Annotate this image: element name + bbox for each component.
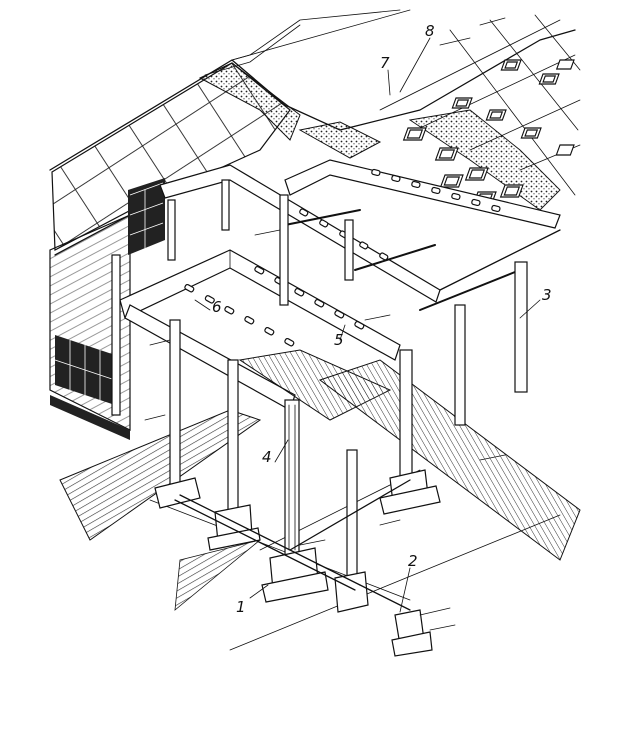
callout-7: 7 xyxy=(380,54,390,72)
left-wall xyxy=(49,178,165,440)
level-marks xyxy=(144,17,506,631)
excavation-trenches xyxy=(59,349,581,651)
callout-1: 1 xyxy=(236,598,246,616)
pile-base xyxy=(391,609,433,657)
foundation-beams xyxy=(174,479,411,611)
truss-openings xyxy=(184,265,365,347)
callout-8: 8 xyxy=(425,22,435,40)
callout-2: 2 xyxy=(408,552,418,570)
column-footing xyxy=(154,477,201,509)
column-footing xyxy=(379,469,441,515)
column xyxy=(346,449,358,581)
column xyxy=(279,194,289,306)
column xyxy=(514,261,528,393)
foundations xyxy=(154,469,441,657)
callout-6: 6 xyxy=(212,298,222,316)
column xyxy=(344,219,354,281)
callout-3: 3 xyxy=(542,286,552,304)
roof-truss-rear xyxy=(159,159,561,303)
column xyxy=(169,319,181,491)
crane-beams xyxy=(284,209,561,311)
callout-leaders xyxy=(194,37,541,613)
callout-4: 4 xyxy=(262,448,272,466)
column-with-bracing xyxy=(284,399,300,561)
column xyxy=(167,199,176,261)
column xyxy=(399,349,413,481)
column-footing xyxy=(261,547,329,603)
columns xyxy=(111,179,528,581)
column-footing xyxy=(334,571,369,613)
column xyxy=(111,254,121,416)
column-footing xyxy=(207,504,261,551)
wall-windows xyxy=(54,178,165,405)
column xyxy=(227,359,239,516)
callout-5: 5 xyxy=(334,331,344,349)
callout-labels: 1 2 3 4 5 6 7 8 xyxy=(212,22,552,616)
column xyxy=(454,304,466,426)
column xyxy=(221,179,230,231)
skylights xyxy=(402,59,575,205)
